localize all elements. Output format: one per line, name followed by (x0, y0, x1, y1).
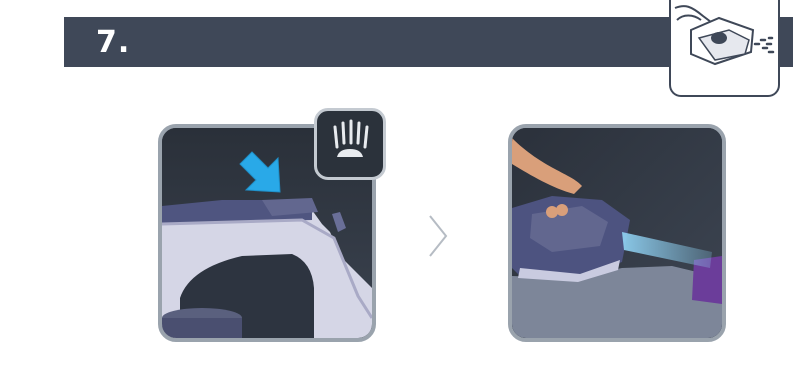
steam-burst-icon (314, 108, 386, 180)
iron-vertical-steam-thumbnail-icon (669, 0, 780, 97)
chevron-right-icon (428, 214, 448, 258)
press-down-arrow-icon (238, 150, 290, 198)
step-number: 7. (96, 17, 130, 67)
vertical-steam-panel (508, 124, 726, 342)
